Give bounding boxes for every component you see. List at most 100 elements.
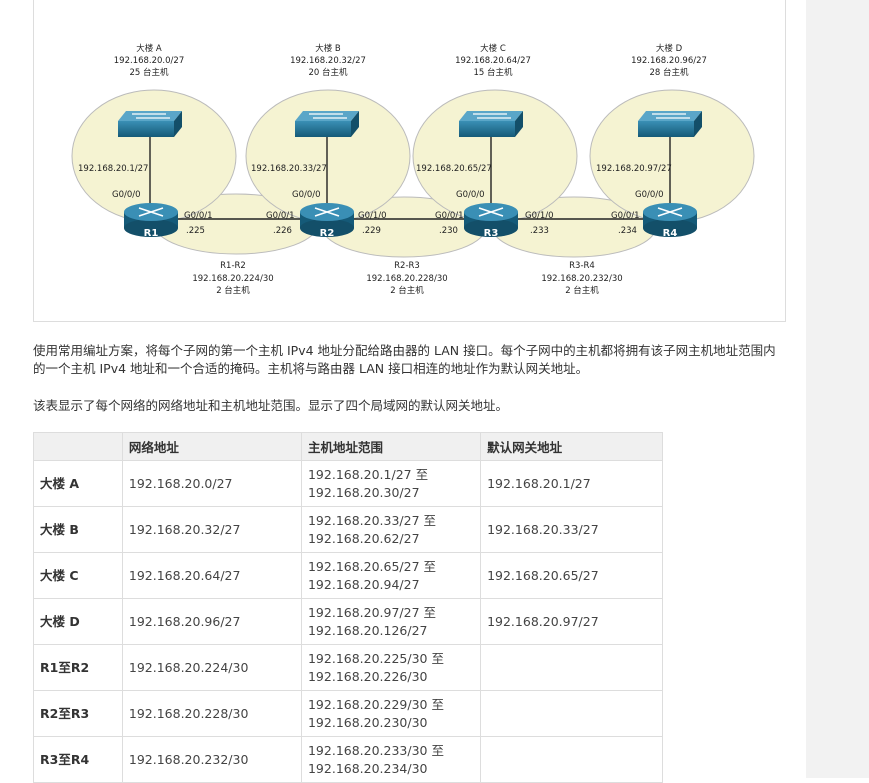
- row-network: 192.168.20.224/30: [121, 644, 302, 691]
- row-gateway: [480, 736, 663, 783]
- lan-a-gateway-ip: 192.168.20.1/27: [78, 164, 148, 174]
- row-network: 192.168.20.232/30: [121, 736, 302, 783]
- row-gateway: [480, 644, 663, 691]
- router-icon: [643, 203, 697, 237]
- intro-paragraph: 使用常用编址方案，将每个子网的第一个主机 IPv4 地址分配给路由器的 LAN …: [33, 342, 793, 378]
- header-default-gateway: 默认网关地址: [480, 432, 663, 461]
- lan-c-name: 大楼 C: [480, 43, 506, 54]
- range-start: 192.168.20.97/27 至: [307, 604, 437, 620]
- intro-line-1: 使用常用编址方案，将每个子网的第一个主机 IPv4 地址分配给路由器的 LAN …: [33, 343, 776, 358]
- row-host-range: 192.168.20.225/30 至 192.168.20.226/30: [300, 644, 482, 691]
- switch-icon: [638, 111, 702, 137]
- row-gateway: 192.168.20.1/27: [480, 460, 663, 507]
- range-end: 192.168.20.230/30: [307, 714, 428, 730]
- router-label: R4: [663, 228, 678, 239]
- lan-c-gateway-ip: 192.168.20.65/27: [416, 164, 492, 174]
- r3-wan-ip-left: .230: [439, 226, 458, 236]
- lan-c-zone: [412, 89, 578, 223]
- lan-d-port: G0/0/0: [635, 190, 664, 200]
- table-row: R1至R2 192.168.20.224/30 192.168.20.225/3…: [33, 644, 663, 691]
- router-label: R2: [320, 228, 335, 239]
- table-row: R2至R3 192.168.20.228/30 192.168.20.229/3…: [33, 690, 663, 737]
- range-end: 192.168.20.30/27: [307, 484, 420, 500]
- lan-d-zone: [589, 89, 755, 223]
- wan-r1-r2-network: 192.168.20.224/30: [192, 274, 273, 284]
- wan-r2-r3-network: 192.168.20.228/30: [366, 274, 447, 284]
- range-end: 192.168.20.62/27: [307, 530, 420, 546]
- table-caption-paragraph: 该表显示了每个网络的网络地址和主机地址范围。显示了四个局域网的默认网关地址。: [33, 398, 509, 413]
- row-name: R1至R2: [33, 644, 123, 691]
- table-row: 大楼 B 192.168.20.32/27 192.168.20.33/27 至…: [33, 506, 663, 553]
- r3-wan-port-right: G0/1/0: [525, 211, 554, 221]
- lan-a-network: 192.168.20.0/27: [114, 56, 184, 66]
- row-name: 大楼 D: [33, 598, 123, 645]
- range-start: 192.168.20.233/30 至: [307, 742, 444, 758]
- addressing-table: 网络地址 主机地址范围 默认网关地址 大楼 A 192.168.20.0/27 …: [33, 432, 663, 783]
- row-host-range: 192.168.20.233/30 至 192.168.20.234/30: [300, 736, 482, 783]
- intro-line-2: 的一个主机 IPv4 地址和一个合适的掩码。主机将与路由器 LAN 接口相连的地…: [33, 361, 589, 376]
- lan-b-port: G0/0/0: [292, 190, 321, 200]
- switch-icon: [459, 111, 523, 137]
- row-host-range: 192.168.20.1/27 至 192.168.20.30/27: [300, 460, 482, 507]
- r3-wan-port-left: G0/0/1: [435, 211, 464, 221]
- lan-c-hosts: 15 台主机: [473, 67, 513, 78]
- range-start: 192.168.20.65/27 至: [307, 558, 437, 574]
- topology-diagram: R1 R2 R3 R4 大楼 A 192.168.20.0/27 25 台主机 …: [71, 43, 755, 296]
- wan-r3-r4-hosts: 2 台主机: [565, 285, 599, 296]
- router-label: R3: [484, 228, 499, 239]
- router-icon: [300, 203, 354, 237]
- topology-figure: R1 R2 R3 R4 大楼 A 192.168.20.0/27 25 台主机 …: [33, 0, 786, 322]
- router-icon: [464, 203, 518, 237]
- row-host-range: 192.168.20.229/30 至 192.168.20.230/30: [300, 690, 482, 737]
- lan-d-network: 192.168.20.96/27: [631, 56, 707, 66]
- table-row: R3至R4 192.168.20.232/30 192.168.20.233/3…: [33, 736, 663, 783]
- lan-d-hosts: 28 台主机: [649, 67, 689, 78]
- lan-a-zone: [71, 89, 237, 223]
- r2-wan-ip-left: .226: [273, 226, 292, 236]
- row-gateway: 192.168.20.65/27: [480, 552, 663, 599]
- lan-b-name: 大楼 B: [315, 43, 341, 54]
- r2-wan-port-left: G0/0/1: [266, 211, 295, 221]
- router-label: R1: [144, 228, 159, 239]
- router-icon: [124, 203, 178, 237]
- wan-r3-r4-name: R3-R4: [569, 261, 595, 271]
- range-start: 192.168.20.225/30 至: [307, 650, 444, 666]
- lan-b-network: 192.168.20.32/27: [290, 56, 366, 66]
- table-row: 大楼 C 192.168.20.64/27 192.168.20.65/27 至…: [33, 552, 663, 599]
- range-start: 192.168.20.1/27 至: [307, 466, 429, 482]
- row-name: R2至R3: [33, 690, 123, 737]
- row-name: R3至R4: [33, 736, 123, 783]
- r4-wan-port: G0/0/1: [611, 211, 640, 221]
- row-host-range: 192.168.20.33/27 至 192.168.20.62/27: [300, 506, 482, 553]
- header-host-range: 主机地址范围: [300, 432, 482, 461]
- lan-b-gateway-ip: 192.168.20.33/27: [251, 164, 327, 174]
- wan-r1-r2-hosts: 2 台主机: [216, 285, 250, 296]
- range-start: 192.168.20.229/30 至: [307, 696, 444, 712]
- range-end: 192.168.20.234/30: [307, 760, 428, 776]
- header-network-address: 网络地址: [121, 432, 302, 461]
- r1-wan-ip: .225: [186, 226, 205, 236]
- wan-r2-r3-hosts: 2 台主机: [390, 285, 424, 296]
- wan-r3-r4-network: 192.168.20.232/30: [541, 274, 622, 284]
- row-network: 192.168.20.32/27: [121, 506, 302, 553]
- right-gutter: [806, 0, 869, 778]
- row-network: 192.168.20.0/27: [121, 460, 302, 507]
- table-row: 大楼 D 192.168.20.96/27 192.168.20.97/27 至…: [33, 598, 663, 645]
- lan-b-hosts: 20 台主机: [308, 67, 348, 78]
- range-start: 192.168.20.33/27 至: [307, 512, 437, 528]
- row-gateway: [480, 690, 663, 737]
- r1-wan-port: G0/0/1: [184, 211, 213, 221]
- row-gateway: 192.168.20.97/27: [480, 598, 663, 645]
- switch-icon: [118, 111, 182, 137]
- row-network: 192.168.20.228/30: [121, 690, 302, 737]
- lan-c-port: G0/0/0: [456, 190, 485, 200]
- table-header-row: 网络地址 主机地址范围 默认网关地址: [33, 432, 663, 461]
- r2-wan-port-right: G0/1/0: [358, 211, 387, 221]
- wan-r2-r3-name: R2-R3: [394, 261, 420, 271]
- range-end: 192.168.20.126/27: [307, 622, 428, 638]
- range-end: 192.168.20.226/30: [307, 668, 428, 684]
- row-network: 192.168.20.96/27: [121, 598, 302, 645]
- row-host-range: 192.168.20.97/27 至 192.168.20.126/27: [300, 598, 482, 645]
